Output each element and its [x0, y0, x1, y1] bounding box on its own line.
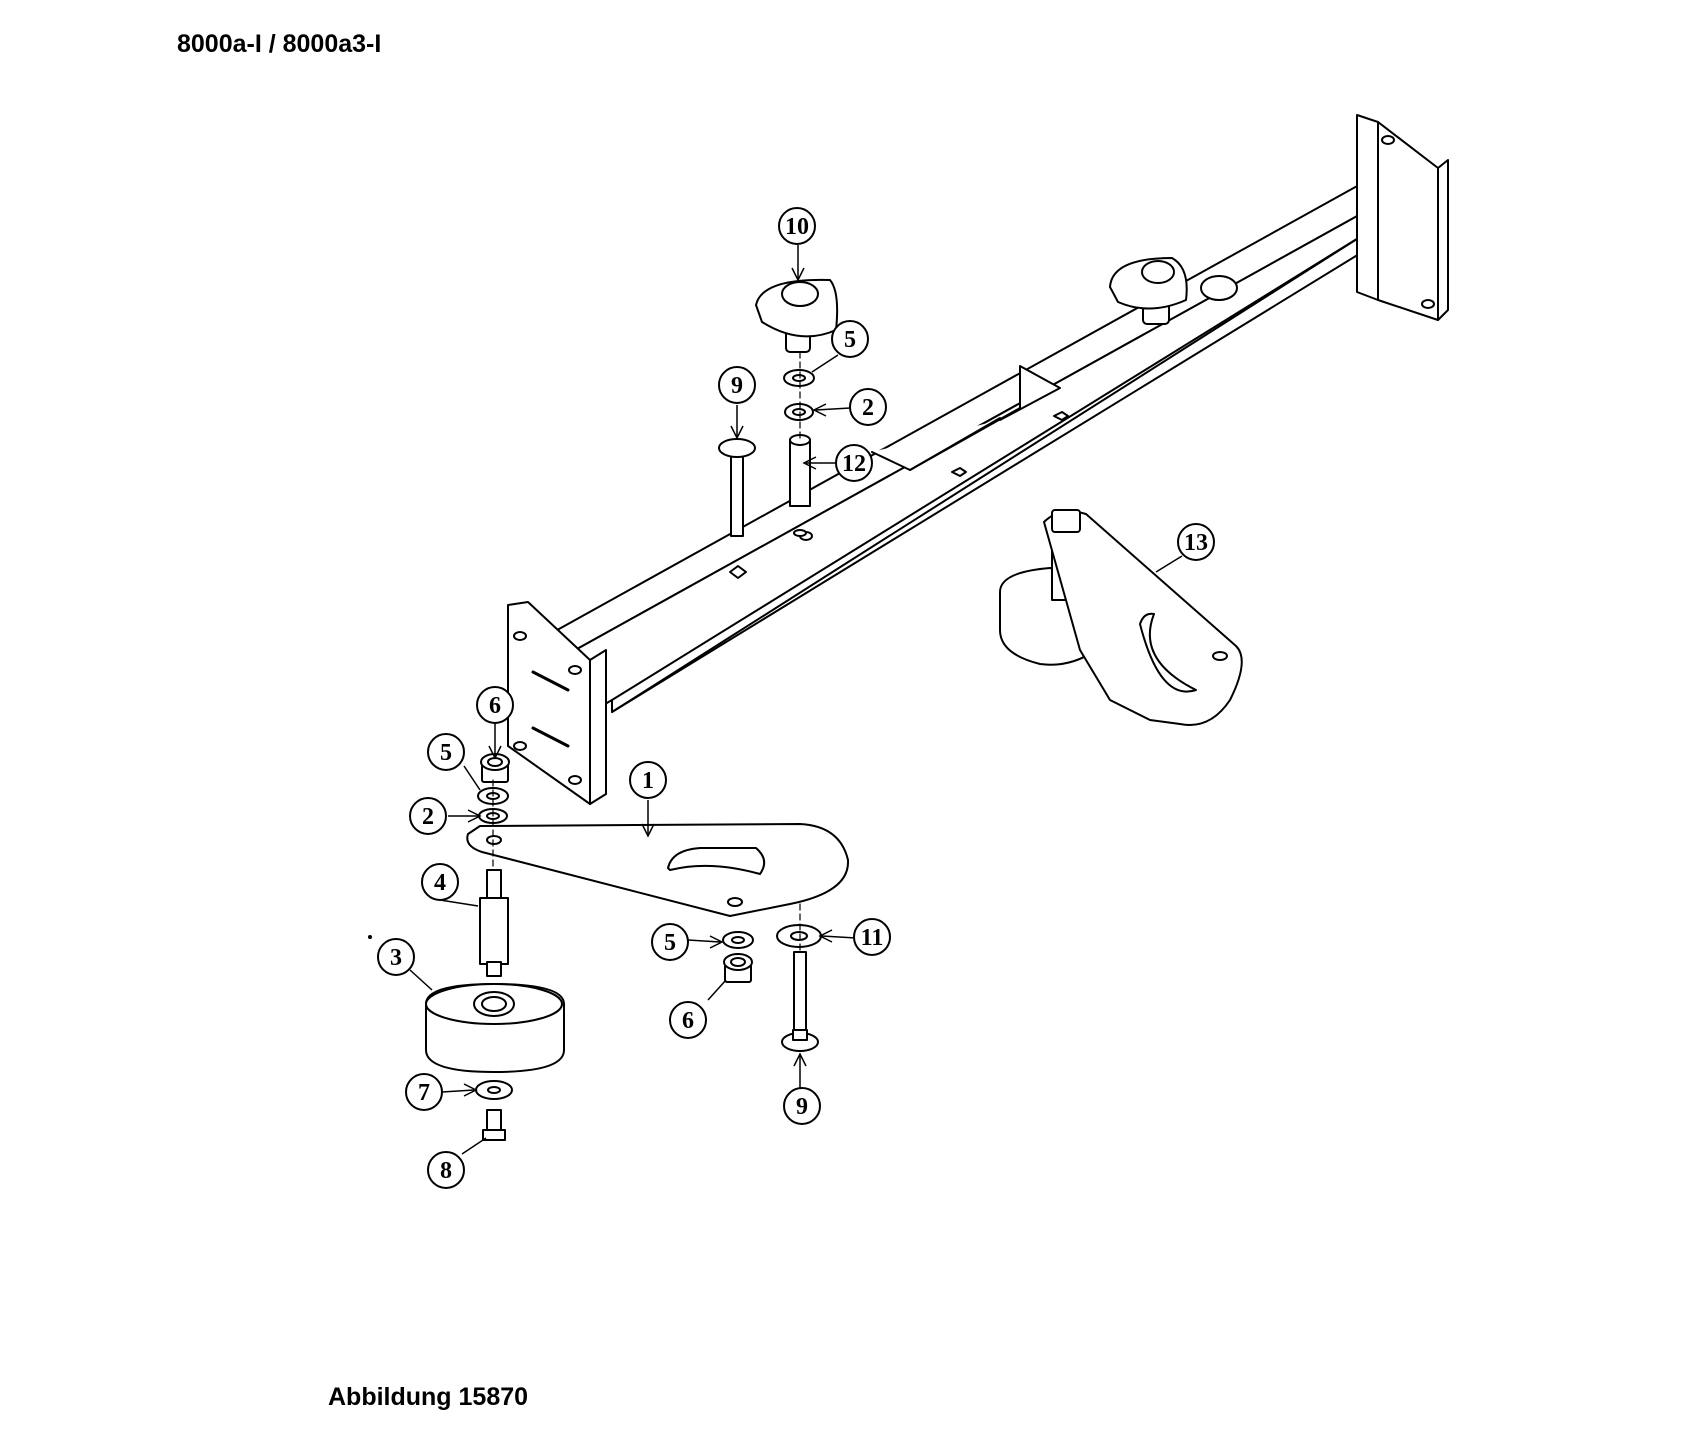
carriage-bolt-9-lower	[781, 951, 819, 1052]
balloon-6-left: 6	[476, 686, 514, 724]
balloon-12: 12	[835, 444, 873, 482]
balloon-11: 11	[853, 918, 891, 956]
balloon-3: 3	[377, 938, 415, 976]
svg-text:9: 9	[731, 373, 743, 399]
screw-8	[482, 1109, 506, 1141]
right-end-plate	[1356, 114, 1449, 321]
svg-text:5: 5	[664, 930, 676, 956]
svg-text:6: 6	[682, 1008, 694, 1034]
svg-text:1: 1	[642, 768, 654, 794]
balloon-9-lower: 9	[783, 1087, 821, 1125]
balloon-8: 8	[427, 1151, 465, 1189]
stud-4	[479, 869, 509, 977]
balloon-5-left: 5	[427, 733, 465, 771]
leader-arrows	[409, 245, 1183, 1155]
stray-dot	[368, 935, 372, 939]
svg-text:8: 8	[440, 1158, 452, 1184]
washer-2-upper	[784, 403, 814, 421]
svg-text:12: 12	[842, 451, 866, 477]
nut-6-left	[480, 753, 510, 783]
nut-6-lower	[723, 953, 753, 983]
balloon-13: 13	[1177, 523, 1215, 561]
svg-text:7: 7	[418, 1080, 430, 1106]
drawing-title: 8000a-I / 8000a3-I	[177, 30, 382, 58]
washer-11	[776, 924, 822, 948]
leveling-foot-3	[425, 983, 565, 1073]
svg-text:5: 5	[440, 740, 452, 766]
carriage-bolt-9-upper	[718, 438, 756, 537]
balloon-7: 7	[405, 1073, 443, 1111]
balloon-4: 4	[421, 863, 459, 901]
svg-text:10: 10	[785, 214, 809, 240]
left-end-plate	[507, 601, 607, 805]
svg-text:5: 5	[844, 327, 856, 353]
main-beam	[549, 179, 1396, 737]
balloon-2-left: 2	[409, 797, 447, 835]
clamp-knob-mounted	[1109, 257, 1188, 325]
item-balloons: 10 5 9 2 12 13 6 5 2 1 4 3 5 11 6 9 7 8	[377, 207, 1215, 1189]
svg-text:2: 2	[862, 395, 874, 421]
washer-5-upper	[783, 369, 815, 387]
svg-text:2: 2	[422, 804, 434, 830]
balloon-10: 10	[778, 207, 816, 245]
svg-text:3: 3	[390, 945, 402, 971]
bracket-plate-13	[1043, 509, 1243, 726]
balloon-9-upper: 9	[718, 366, 756, 404]
washer-5-lower	[722, 931, 754, 949]
balloon-6-lower: 6	[669, 1001, 707, 1039]
balloon-2-upper: 2	[849, 388, 887, 426]
svg-text:13: 13	[1184, 530, 1208, 556]
washer-7	[475, 1080, 513, 1100]
svg-text:4: 4	[434, 870, 446, 896]
balloon-5-upper: 5	[831, 320, 869, 358]
figure-caption: Abbildung 15870	[328, 1383, 529, 1411]
balloon-5-lower: 5	[651, 923, 689, 961]
svg-text:11: 11	[861, 925, 884, 951]
svg-text:6: 6	[489, 693, 501, 719]
clamp-knob-10	[755, 278, 839, 353]
bracket-plate-1	[466, 823, 850, 917]
balloon-1: 1	[629, 761, 667, 799]
spacer-sleeve-12	[789, 434, 811, 537]
svg-text:9: 9	[796, 1094, 808, 1120]
